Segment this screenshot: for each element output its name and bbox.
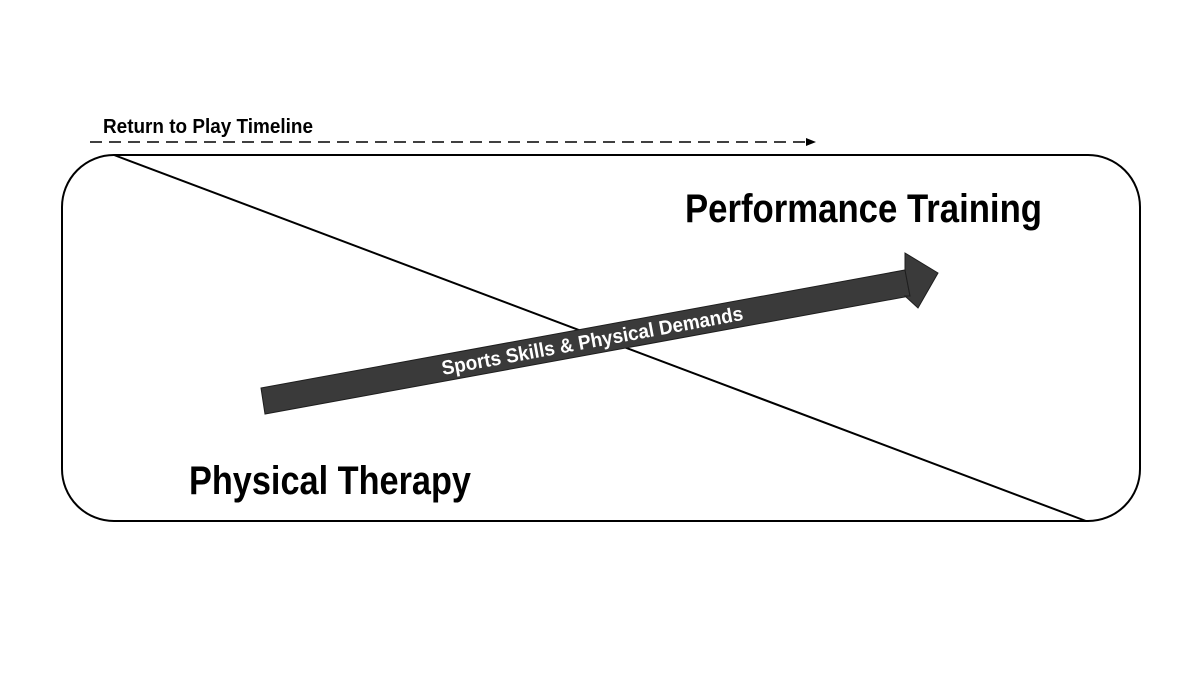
physical-therapy-label: Physical Therapy [189, 459, 472, 503]
container-box [61, 154, 1141, 522]
arrow-label: Sports Skills & Physical Demands [440, 303, 745, 380]
sports-skills-arrow: Sports Skills & Physical Demands [260, 252, 939, 415]
performance-training-label: Performance Training [685, 187, 1042, 231]
timeline-arrow [90, 138, 816, 146]
arrow-head [903, 252, 939, 309]
timeline-label: Return to Play Timeline [103, 116, 313, 138]
